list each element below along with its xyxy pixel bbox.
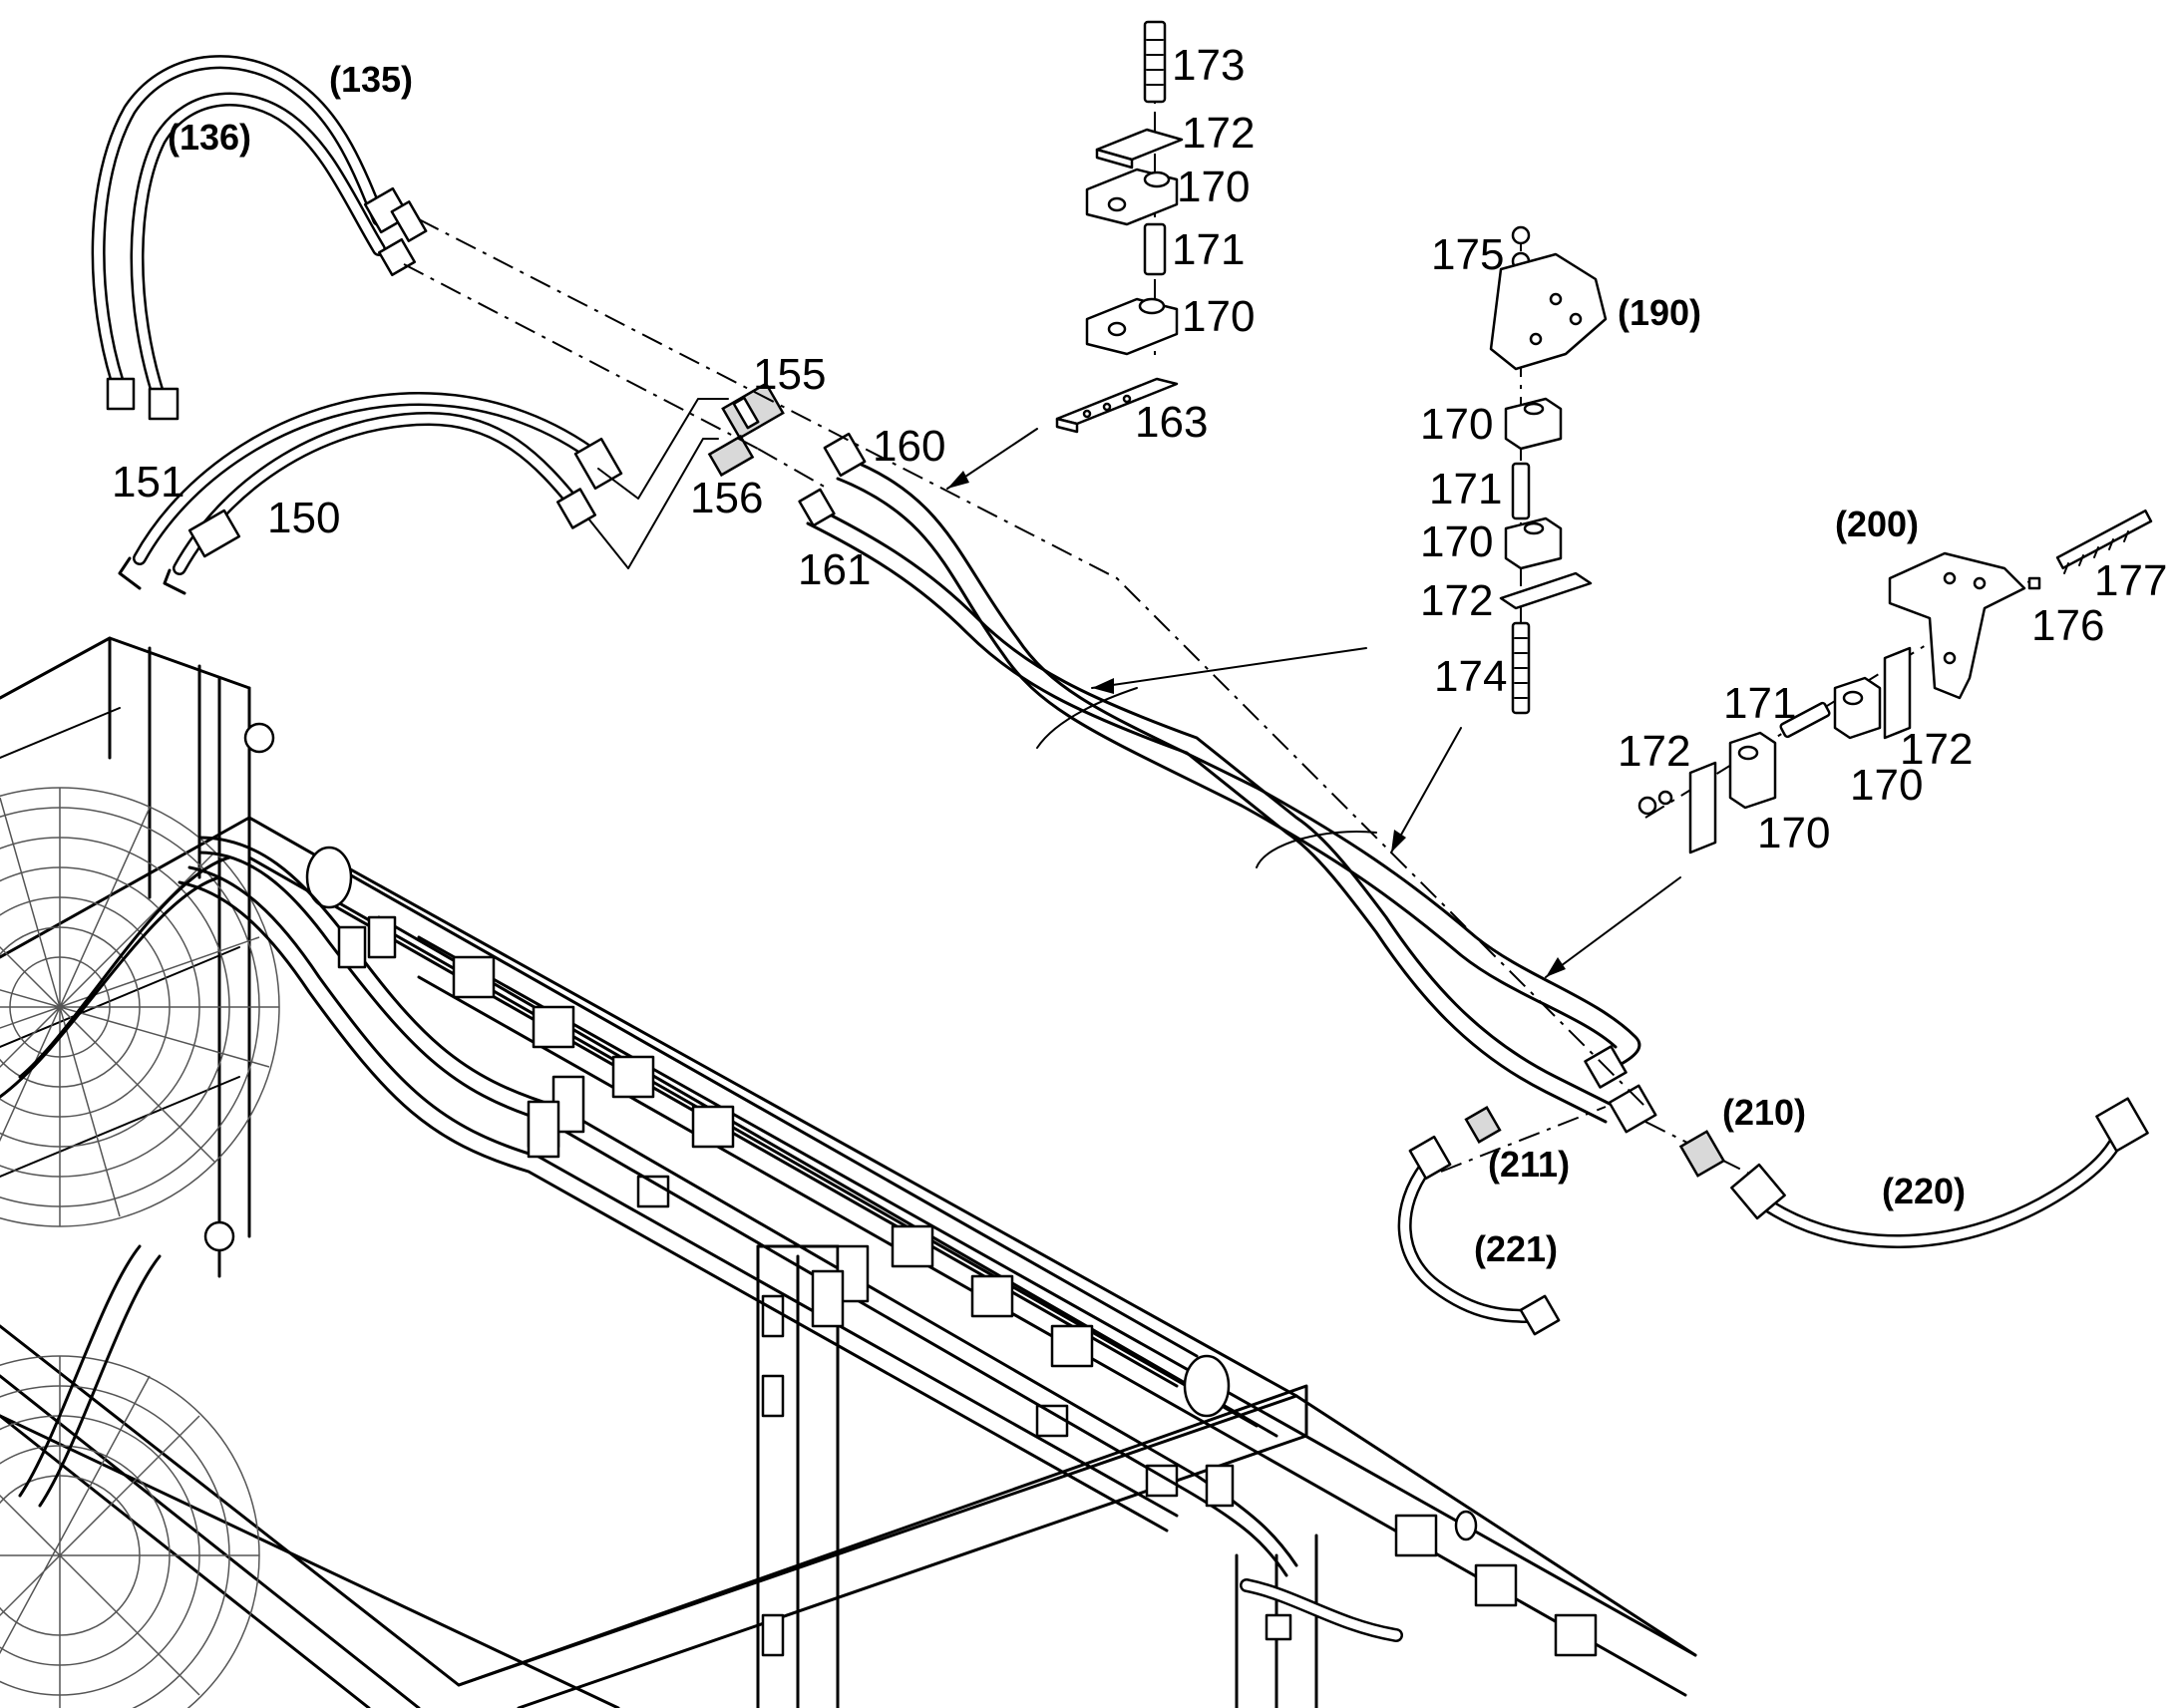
- label-172-top: 172: [1182, 109, 1255, 158]
- label-175: 175: [1431, 230, 1504, 279]
- label-170-right-lower: 170: [1757, 809, 1830, 857]
- label-151: 151: [112, 458, 184, 507]
- label-170-right-upper: 170: [1850, 761, 1923, 810]
- label-210: (210): [1722, 1092, 1806, 1133]
- fitting-155: [721, 382, 785, 440]
- pipe-160-161: [798, 432, 1657, 1134]
- hose-150-151: [118, 391, 623, 595]
- installed-hose-run: [0, 836, 1403, 1642]
- callout-labels: (135) (136) 151 150 155 156 160 161 163 …: [112, 41, 2167, 1269]
- fitting-210: [1678, 1130, 1726, 1178]
- label-161: 161: [798, 545, 871, 594]
- label-170-top: 170: [1177, 163, 1250, 211]
- label-211: (211): [1488, 1144, 1570, 1185]
- label-172-middle: 172: [1420, 576, 1493, 625]
- clamp-stack-right: [1637, 509, 2153, 854]
- hose-220: [1730, 1097, 2149, 1248]
- cooling-fan-upper: [0, 787, 280, 1227]
- label-177: 177: [2094, 556, 2167, 605]
- label-190: (190): [1618, 292, 1701, 333]
- cooling-fan-lower: [0, 1355, 260, 1708]
- label-171-top: 171: [1172, 225, 1245, 274]
- label-155: 155: [753, 350, 826, 399]
- label-135: (135): [329, 59, 413, 100]
- fitting-211: [1464, 1106, 1502, 1144]
- hose-221: [1397, 1135, 1561, 1336]
- label-221: (221): [1474, 1228, 1558, 1269]
- vehicle-frame: [0, 636, 1697, 1708]
- fitting-156: [707, 434, 755, 478]
- rail-brackets: [452, 955, 1598, 1657]
- label-220: (220): [1882, 1171, 1966, 1211]
- clamp-stack-upper: [1055, 20, 1184, 434]
- label-170-middle-lower: 170: [1420, 517, 1493, 566]
- label-172-right-right: 172: [1900, 725, 1973, 774]
- label-176: 176: [2031, 601, 2104, 650]
- label-163: 163: [1135, 398, 1208, 447]
- label-160: 160: [873, 422, 945, 471]
- label-173: 173: [1172, 41, 1245, 90]
- hose-135-136: [91, 55, 428, 421]
- label-171-right: 171: [1723, 679, 1796, 728]
- label-170-middle-upper: 170: [1420, 400, 1493, 449]
- label-150: 150: [267, 494, 340, 542]
- label-171-middle: 171: [1429, 465, 1502, 513]
- leader-arrows: [946, 428, 1681, 978]
- label-174: 174: [1434, 652, 1507, 701]
- label-200: (200): [1835, 504, 1919, 544]
- clamp-stack-middle: [1489, 225, 1608, 715]
- label-172-right-left: 172: [1618, 727, 1690, 776]
- label-156: 156: [690, 474, 763, 522]
- label-170-upper-lower: 170: [1182, 292, 1255, 341]
- label-136: (136): [168, 117, 251, 158]
